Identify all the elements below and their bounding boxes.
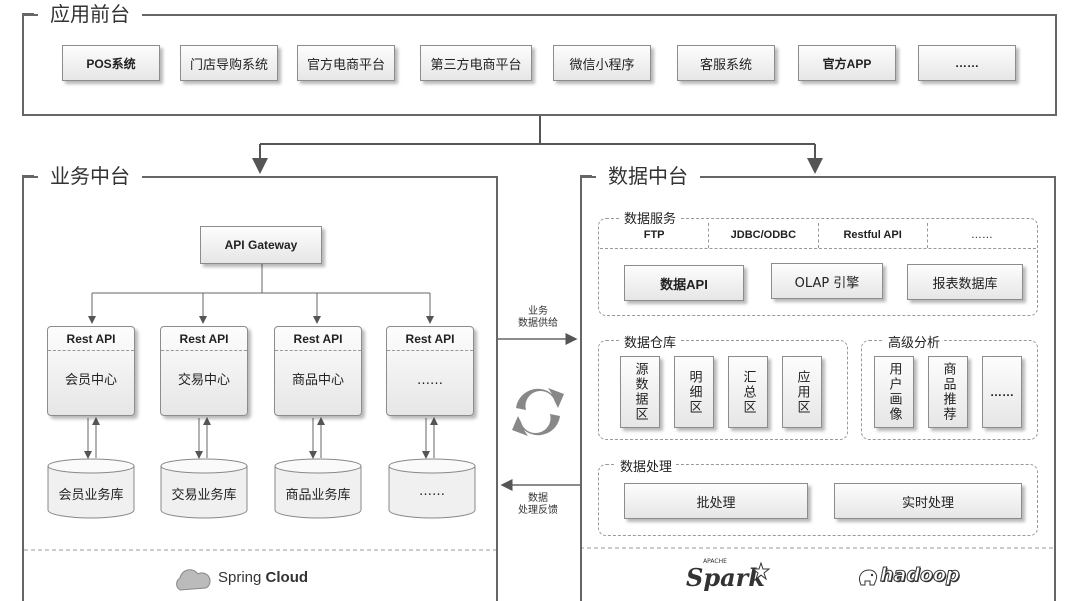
advanced-analysis-group — [861, 340, 1038, 440]
front-item-official-app[interactable]: 官方APP — [798, 45, 896, 81]
data-api-box[interactable]: 数据API — [624, 265, 744, 301]
data-platform-frame — [580, 176, 1056, 601]
database-more[interactable]: …… — [388, 458, 476, 520]
summary-zone[interactable]: 汇总区 — [728, 356, 768, 428]
application-zone[interactable]: 应用区 — [782, 356, 822, 428]
protocol-jdbc-odbc[interactable]: JDBC/ODBC — [709, 223, 819, 248]
cloud-icon — [176, 569, 211, 591]
protocol-row: FTP JDBC/ODBC Restful API …… — [600, 223, 1036, 249]
api-gateway[interactable]: API Gateway — [200, 226, 322, 264]
service-name: …… — [417, 373, 443, 388]
database-trade[interactable]: 交易业务库 — [160, 458, 248, 520]
service-more[interactable]: Rest API …… — [386, 326, 474, 416]
analysis-more-box[interactable]: …… — [982, 356, 1022, 428]
spark-logo: Spark — [686, 563, 765, 592]
data-warehouse-group — [598, 340, 848, 440]
sync-icon — [512, 388, 564, 436]
database-product[interactable]: 商品业务库 — [274, 458, 362, 520]
batch-processing-box[interactable]: 批处理 — [624, 483, 808, 519]
protocol-ftp[interactable]: FTP — [600, 223, 710, 248]
front-platform-frame — [22, 14, 1057, 116]
realtime-processing-box[interactable]: 实时处理 — [834, 483, 1022, 519]
data-processing-group — [598, 464, 1038, 536]
front-item-customer-service[interactable]: 客服系统 — [677, 45, 775, 81]
protocol-restful-api[interactable]: Restful API — [819, 223, 928, 248]
service-name: 商品中心 — [291, 373, 344, 388]
hadoop-logo: hadoop — [880, 564, 961, 587]
front-item-store-guide[interactable]: 门店导购系统 — [180, 45, 278, 81]
protocol-more[interactable]: …… — [970, 229, 993, 241]
spark-star-icon — [752, 562, 770, 580]
service-product-center[interactable]: Rest API 商品中心 — [274, 326, 362, 416]
report-database-box[interactable]: 报表数据库 — [907, 264, 1023, 300]
business-platform-frame — [22, 176, 498, 601]
business-platform-title: 业务中台 — [22, 163, 142, 189]
front-item-third-party-ecommerce[interactable]: 第三方电商平台 — [420, 45, 532, 81]
data-platform-title: 数据中台 — [580, 163, 700, 189]
service-name: 会员中心 — [64, 373, 117, 388]
database-member[interactable]: 会员业务库 — [47, 458, 135, 520]
front-item-more[interactable]: …… — [918, 45, 1016, 81]
data-service-group — [598, 218, 1038, 316]
database-label: 商品业务库 — [285, 488, 351, 503]
front-item-wechat-miniprogram[interactable]: 微信小程序 — [553, 45, 651, 81]
front-platform-title: 应用前台 — [22, 1, 142, 27]
database-label: 会员业务库 — [58, 488, 124, 503]
service-api-label: Rest API — [387, 327, 473, 351]
elephant-icon — [859, 569, 878, 586]
data-service-title: 数据服务 — [620, 208, 681, 227]
data-warehouse-title: 数据仓库 — [620, 332, 681, 351]
database-label: …… — [419, 484, 445, 499]
service-api-label: Rest API — [275, 327, 361, 351]
database-label: 交易业务库 — [171, 488, 237, 503]
front-item-official-ecommerce[interactable]: 官方电商平台 — [297, 45, 395, 81]
service-api-label: Rest API — [48, 327, 134, 351]
advanced-analysis-title: 高级分析 — [884, 332, 945, 351]
spring-cloud-logo: Spring Cloud — [218, 569, 309, 586]
business-data-supply-label: 业务数据供给 — [518, 306, 558, 329]
user-profile-box[interactable]: 用户画像 — [874, 356, 914, 428]
service-member-center[interactable]: Rest API 会员中心 — [47, 326, 135, 416]
apache-label: APACHE — [703, 558, 727, 565]
olap-engine-box[interactable]: OLAP 引擎 — [771, 263, 883, 299]
data-processing-title: 数据处理 — [616, 456, 677, 475]
source-data-zone[interactable]: 源数据区 — [620, 356, 660, 428]
service-api-label: Rest API — [161, 327, 247, 351]
front-item-pos[interactable]: POS系统 — [62, 45, 160, 81]
service-name: 交易中心 — [177, 373, 230, 388]
data-processing-feedback-label: 数据处理反馈 — [518, 493, 558, 516]
detail-zone[interactable]: 明细区 — [674, 356, 714, 428]
service-trade-center[interactable]: Rest API 交易中心 — [160, 326, 248, 416]
product-recommendation-box[interactable]: 商品推荐 — [928, 356, 968, 428]
